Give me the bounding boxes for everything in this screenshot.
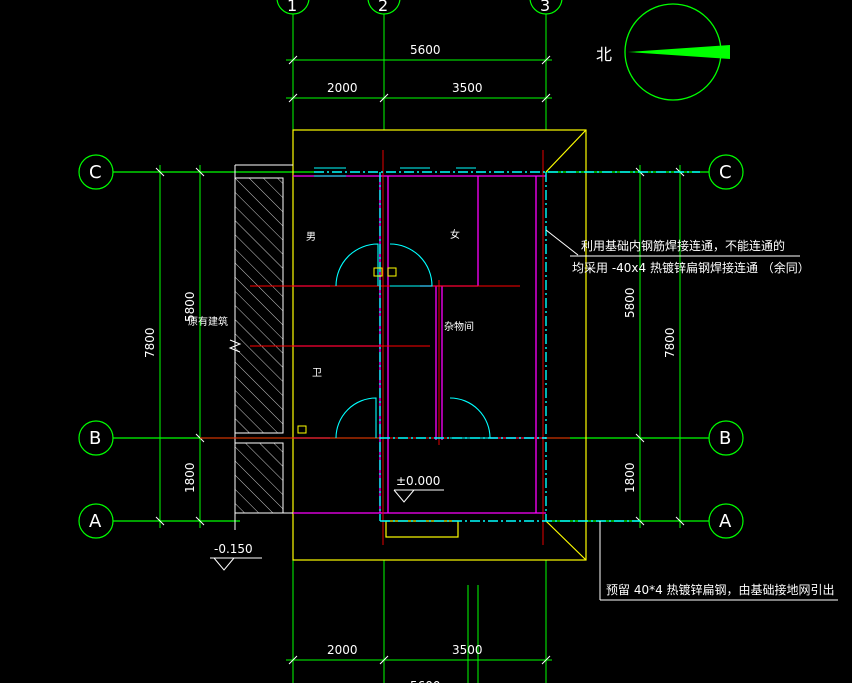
room-label-female: 女 [450,228,460,241]
dim-right-lower: 1800 [623,462,637,493]
red-axis-lines [200,150,570,545]
room-label-toilet: 卫 [312,368,322,379]
rebar-note-line2: 均采用 -40x4 热镀锌扁钢焊接连通 （余同） [572,260,810,275]
ground-note: 预留 40*4 热镀锌扁钢，由基础接地网引出 [606,582,835,597]
top-dimensions [286,55,552,103]
fixture-marks [297,267,397,434]
dim-right-upper: 5800 [623,287,637,318]
north-label: 北 [596,45,612,64]
north-arrow: 北 [596,3,730,101]
axis-label-row-c-left: C [89,162,102,183]
axis-label-row-b-right: B [719,428,731,449]
axis-label-col-3: 3 [540,0,550,15]
column-axes [276,0,563,15]
elevation-outside: -0.150 [214,542,253,556]
walls [293,175,546,514]
north-arrow-icon [628,45,730,59]
axis-label-row-a-left: A [89,511,102,532]
bottom-dimensions [286,655,552,665]
rebar-note-line1: 利用基础内钢筋焊接连通，不能连通的 [581,238,785,253]
axis-label-row-b-left: B [89,428,101,449]
dim-bottom-left: 2000 [327,643,358,657]
elevation-outside-marker [210,557,262,571]
vertical-grid-lines [292,14,547,683]
axis-label-col-2: 2 [378,0,388,15]
dim-left-total: 7800 [143,327,157,358]
dim-bottom-total: 5600 [410,679,441,683]
elevation-floor-marker [393,489,444,503]
dim-bottom-right: 3500 [452,643,483,657]
axis-label-col-1: 1 [287,0,297,15]
axis-label-row-a-right: A [719,511,732,532]
break-line-icon [228,339,242,353]
dim-left-lower: 1800 [183,462,197,493]
dim-top-total: 5600 [410,43,441,57]
windows [314,167,476,177]
dim-top-right: 3500 [452,81,483,95]
existing-building [228,164,293,530]
doors [335,243,491,439]
room-label-male: 男 [306,231,316,243]
elevation-floor: ±0.000 [396,474,440,488]
rebar-note-leader [545,229,800,257]
dim-top-left: 2000 [327,81,358,95]
dim-left-upper: 5800 [183,291,197,322]
dim-right-total: 7800 [663,327,677,358]
ground-note-leader [599,521,838,601]
roof-outline [292,129,587,561]
existing-building-label: 原有建筑 [188,315,228,328]
room-label-storage: 杂物间 [444,320,474,333]
axis-label-row-c-right: C [719,162,732,183]
